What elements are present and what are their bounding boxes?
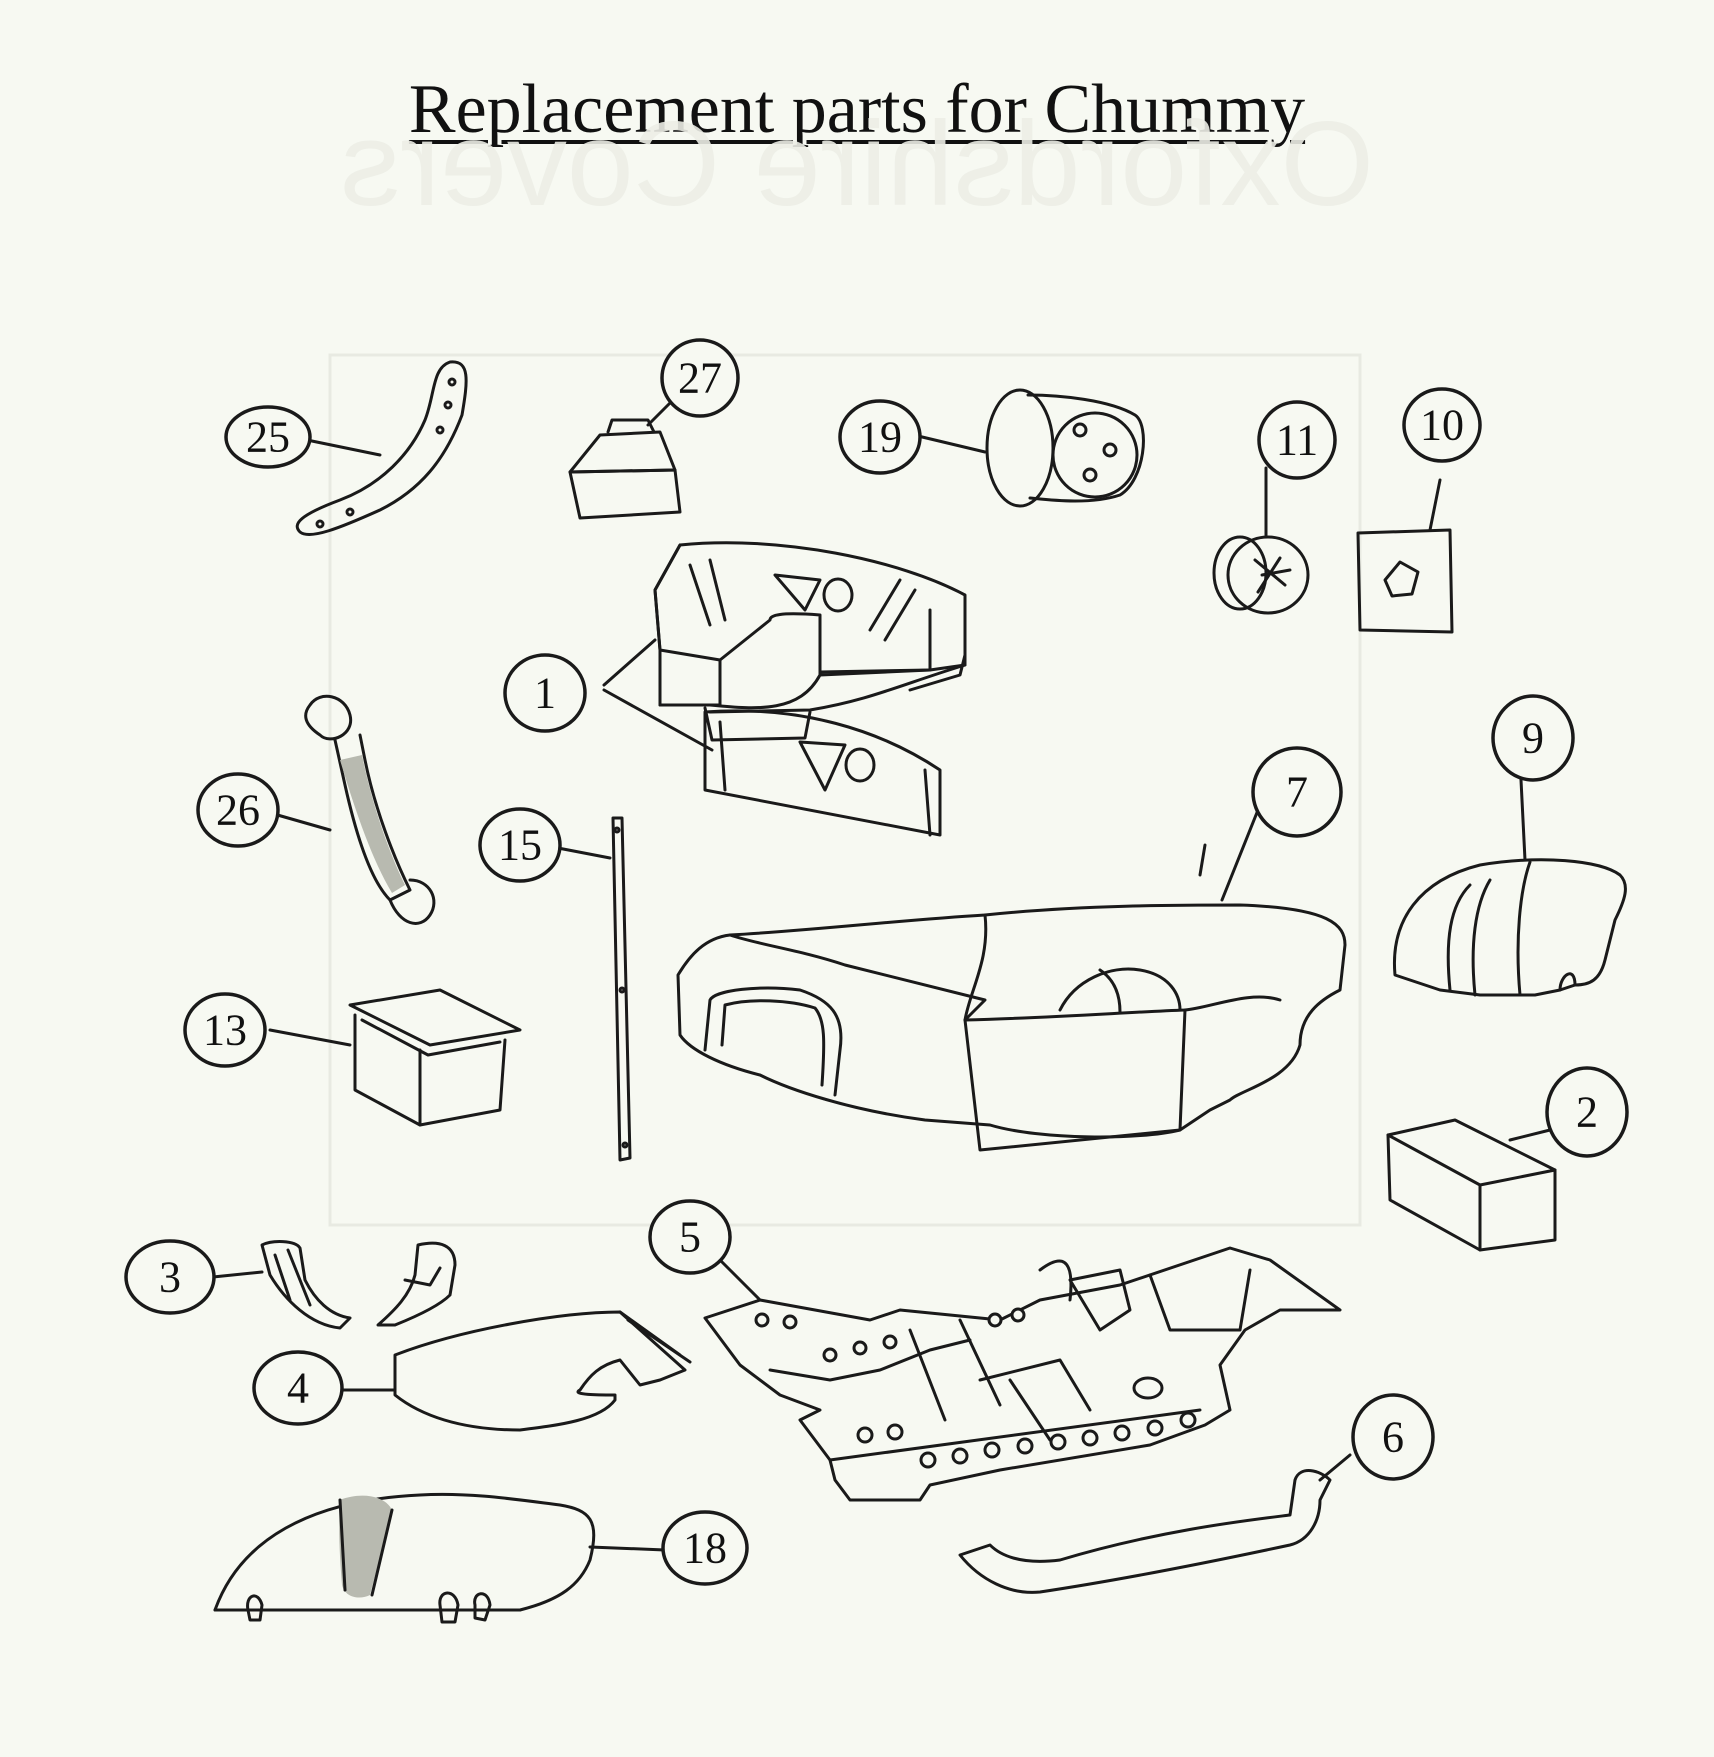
svg-text:18: 18 (683, 1524, 727, 1573)
part-18-hood-cover (213, 1492, 667, 1624)
part-13-box (268, 988, 522, 1127)
part-9-wheel-arch (1392, 758, 1627, 997)
part-10-plate (1356, 478, 1454, 634)
label-25-text: 25 (246, 413, 290, 462)
svg-text:7: 7 (1286, 768, 1308, 817)
part-3-brackets (211, 1240, 457, 1330)
label-9: 9 (1491, 694, 1575, 782)
svg-text:13: 13 (203, 1006, 247, 1055)
part-7-body-shell (676, 798, 1347, 1152)
part-27-cap (568, 393, 682, 520)
svg-text:5: 5 (679, 1213, 701, 1262)
label-10: 10 (1402, 387, 1482, 463)
svg-text:10: 10 (1420, 401, 1464, 450)
part-26-handle (258, 694, 436, 925)
svg-text:19: 19 (858, 413, 902, 462)
label-3: 3 (124, 1239, 216, 1315)
label-1: 1 (503, 653, 587, 733)
svg-text:1: 1 (534, 669, 556, 718)
part-1-panels (602, 541, 967, 837)
label-25: 25 (224, 405, 312, 469)
label-15: 15 (478, 807, 562, 883)
part-25-bracket (295, 360, 468, 537)
label-2: 2 (1545, 1066, 1629, 1158)
svg-text:4: 4 (287, 1364, 309, 1413)
part-15-strip (556, 816, 632, 1162)
svg-text:15: 15 (498, 821, 542, 870)
part-19-grommet (916, 388, 1145, 508)
svg-text:6: 6 (1382, 1413, 1404, 1462)
show-through-background: Oxfordshire Covers (328, 97, 1374, 1227)
svg-text:Oxfordshire Covers: Oxfordshire Covers (340, 97, 1374, 231)
svg-text:11: 11 (1276, 416, 1318, 465)
label-6: 6 (1351, 1393, 1435, 1481)
svg-text:3: 3 (159, 1253, 181, 1302)
svg-text:27: 27 (678, 354, 722, 403)
label-11: 11 (1257, 400, 1337, 480)
svg-text:9: 9 (1522, 714, 1544, 763)
part-5-chassis-floor (703, 1246, 1342, 1502)
label-4: 4 (252, 1350, 344, 1426)
svg-text:26: 26 (216, 786, 260, 835)
part-11-knob (1212, 466, 1310, 615)
page-title: Replacement parts for Chummy (408, 71, 1306, 148)
part-6-rail (958, 1453, 1352, 1594)
part-4-floor-panel (338, 1310, 692, 1432)
label-13: 13 (183, 992, 267, 1068)
label-27: 27 (660, 338, 740, 418)
label-19: 19 (838, 399, 922, 475)
part-2-block (1386, 1118, 1557, 1252)
label-26: 26 (196, 772, 280, 848)
label-5: 5 (648, 1199, 732, 1275)
label-7: 7 (1251, 746, 1343, 838)
svg-text:2: 2 (1576, 1088, 1598, 1137)
label-18: 18 (661, 1510, 749, 1586)
